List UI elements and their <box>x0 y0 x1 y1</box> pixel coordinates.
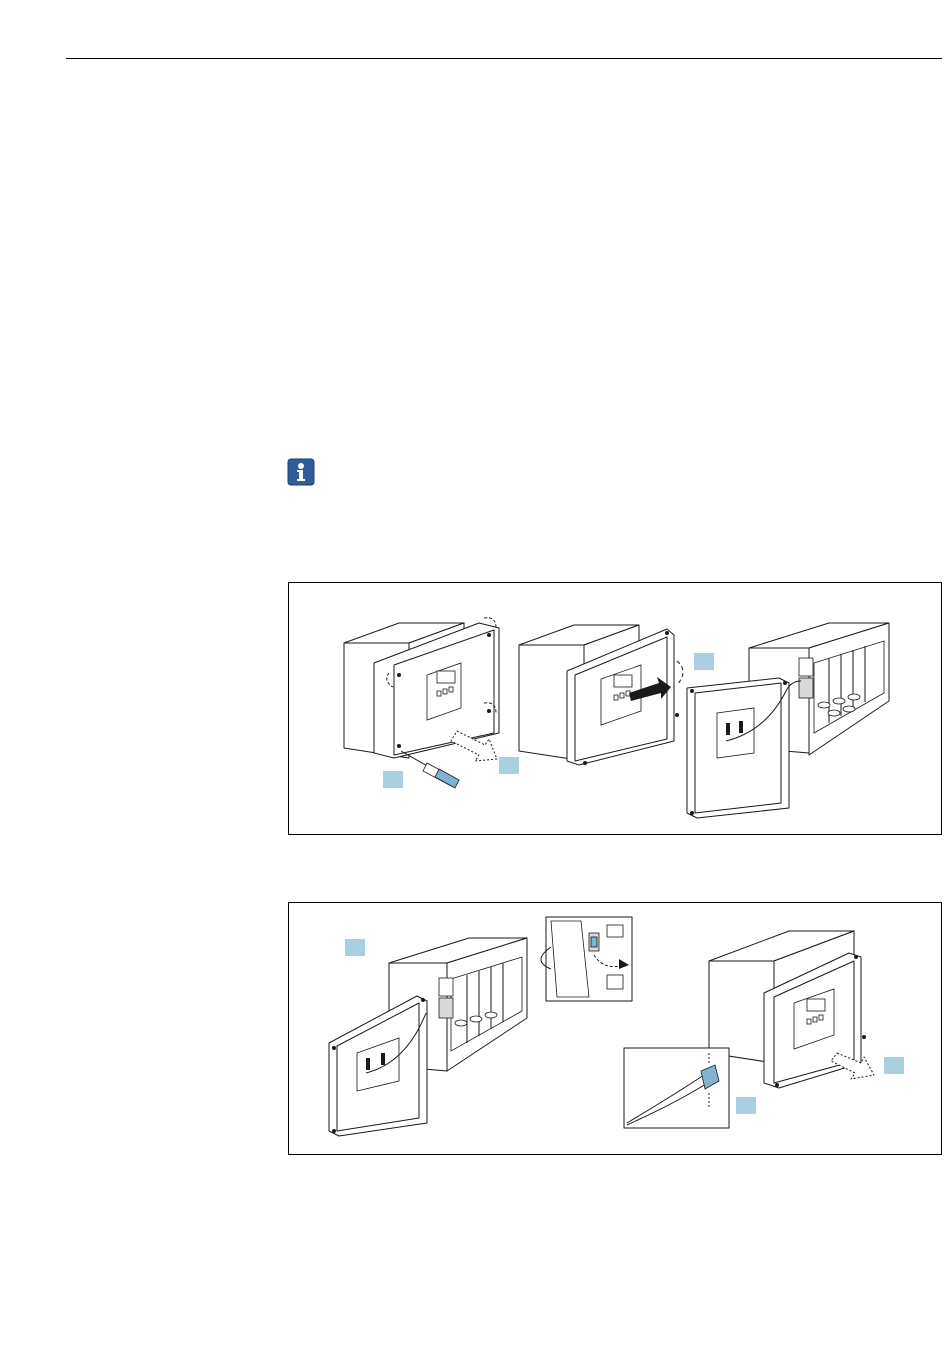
callout-6 <box>736 1097 756 1114</box>
housing-closed-illustration <box>344 618 499 758</box>
housing-interior-illustration <box>329 938 527 1136</box>
callout-2 <box>499 757 519 774</box>
callout-4 <box>345 939 365 956</box>
callout-3 <box>694 653 714 670</box>
figure-disconnect-housing <box>288 902 942 1155</box>
hinge-detail-inset <box>624 1048 729 1128</box>
header-rule <box>66 58 942 59</box>
screwdriver-icon <box>401 751 459 788</box>
housing-interior-illustration <box>687 623 889 818</box>
callout-5 <box>884 1057 904 1074</box>
callout-1 <box>383 771 403 788</box>
info-icon <box>287 458 315 486</box>
connector-detail-inset <box>541 917 632 1001</box>
housing-open-cover-illustration <box>519 625 679 765</box>
figure-open-housing <box>288 582 942 835</box>
